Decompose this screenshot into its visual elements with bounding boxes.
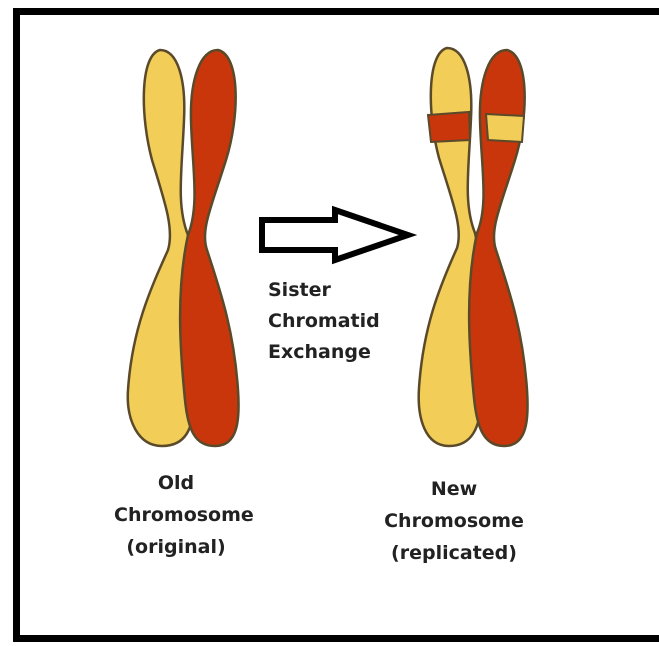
arrow-label-line-2: Chromatid <box>268 306 380 337</box>
old-caption-line-2: Chromosome <box>114 499 238 531</box>
new-chromosome <box>419 48 528 446</box>
old-caption-line-1: Old <box>114 467 238 499</box>
new-chromosome-caption: New Chromosome (replicated) <box>380 473 528 569</box>
old-chromosome <box>128 50 239 446</box>
arrow-label-line-1: Sister <box>268 275 380 306</box>
new-caption-line-2: Chromosome <box>380 505 528 537</box>
arrow-label-line-3: Exchange <box>268 337 380 368</box>
old-red-chromatid <box>180 50 238 446</box>
new-red-band-on-yellow <box>428 112 470 142</box>
new-caption-line-3: (replicated) <box>380 537 528 569</box>
new-red-chromatid <box>469 50 527 446</box>
arrow-label: Sister Chromatid Exchange <box>268 275 380 368</box>
new-yellow-band-on-red <box>486 114 524 142</box>
right-arrow <box>262 210 408 260</box>
new-caption-line-1: New <box>380 473 528 505</box>
old-chromosome-caption: Old Chromosome (original) <box>114 467 238 563</box>
old-caption-line-3: (original) <box>114 531 238 563</box>
